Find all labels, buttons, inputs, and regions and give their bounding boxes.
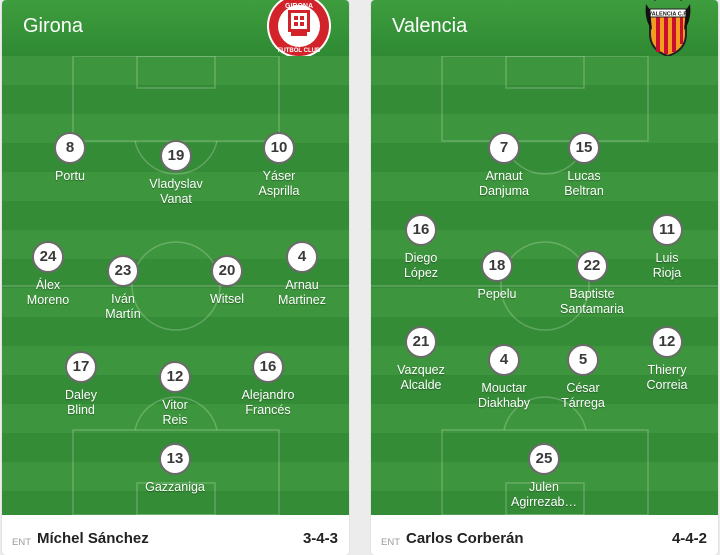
coach-label: ENT xyxy=(381,537,400,548)
away-lineup-card: Valencia VALENCIA C.F. xyxy=(371,0,718,555)
player-name: Alejandro Francés xyxy=(241,388,295,417)
player-marker[interactable]: 12 Thierry Correia xyxy=(612,326,718,393)
player-name: Yáser Asprilla xyxy=(258,169,300,198)
player-name: Arnau Martinez xyxy=(278,278,326,307)
player-name: Luis Rioja xyxy=(652,251,682,280)
player-number: 16 xyxy=(252,351,284,383)
player-number: 20 xyxy=(211,255,243,287)
coach-label: ENT xyxy=(12,537,31,548)
player-marker[interactable]: 11 Luis Rioja xyxy=(612,214,718,281)
player-marker[interactable]: 13 Gazzaniga xyxy=(120,443,230,495)
player-number: 4 xyxy=(488,344,520,376)
player-number: 12 xyxy=(651,326,683,358)
player-number: 4 xyxy=(286,241,318,273)
player-number: 17 xyxy=(65,351,97,383)
player-number: 7 xyxy=(488,132,520,164)
player-marker[interactable]: 25 Julen Agirrezab… xyxy=(489,443,599,510)
player-marker[interactable]: 7 Arnaut Danjuma xyxy=(449,132,559,199)
crest-text: VALENCIA C.F. xyxy=(648,12,688,18)
girona-crest-icon: GIRONA FUTBOL CLUB xyxy=(263,0,335,56)
player-number: 10 xyxy=(263,132,295,164)
player-marker[interactable]: 8 Portu xyxy=(15,132,125,184)
player-number: 16 xyxy=(405,214,437,246)
player-number: 22 xyxy=(576,250,608,282)
player-name: César Tárrega xyxy=(561,381,605,410)
player-marker[interactable]: 4 Mouctar Diakhaby xyxy=(449,344,559,411)
player-number: 15 xyxy=(568,132,600,164)
player-marker[interactable]: 5 César Tárrega xyxy=(528,344,638,411)
player-name: Pepelu xyxy=(477,287,517,301)
pitch-markings xyxy=(371,56,718,515)
away-team-name[interactable]: Valencia xyxy=(392,15,468,37)
away-coach-name[interactable]: Carlos Corberán xyxy=(406,530,524,547)
player-marker[interactable]: 15 Lucas Beltran xyxy=(529,132,639,199)
player-name: Álex Moreno xyxy=(26,278,70,307)
player-name: Mouctar Diakhaby xyxy=(477,381,531,410)
valencia-crest-icon: VALENCIA C.F. xyxy=(632,0,704,56)
player-name: Vladyslav Vanat xyxy=(149,177,203,206)
player-marker[interactable]: 22 Baptiste Santamaria xyxy=(537,250,647,317)
player-marker[interactable]: 17 Daley Blind xyxy=(26,351,136,418)
player-marker[interactable]: 20 Witsel xyxy=(172,255,282,307)
away-team-header[interactable]: Valencia VALENCIA C.F. xyxy=(371,0,718,56)
home-team-header[interactable]: Girona GIRONA FUTBOL CLUB xyxy=(2,0,349,56)
player-name: Witsel xyxy=(209,292,245,306)
player-number: 23 xyxy=(107,255,139,287)
away-pitch: 7 Arnaut Danjuma 15 Lucas Beltran 16 Die… xyxy=(371,56,718,515)
player-name: Gazzaniga xyxy=(145,480,205,494)
player-marker[interactable]: 18 Pepelu xyxy=(442,250,552,302)
player-name: Daley Blind xyxy=(65,388,97,417)
crest-text-top: GIRONA xyxy=(285,3,313,10)
player-name: Arnaut Danjuma xyxy=(478,169,530,198)
player-number: 24 xyxy=(32,241,64,273)
player-name: Baptiste Santamaria xyxy=(560,287,624,316)
player-name: Vazquez Alcalde xyxy=(397,363,445,392)
player-marker[interactable]: 23 Iván Martín xyxy=(68,255,178,322)
pitch-markings xyxy=(2,56,349,515)
home-pitch: 8 Portu 19 Vladyslav Vanat 10 Yáser Aspr… xyxy=(2,56,349,515)
home-card-footer: ENT Míchel Sánchez 3-4-3 xyxy=(2,515,349,555)
player-name: Julen Agirrezab… xyxy=(511,480,577,509)
home-lineup-card: Girona GIRONA FUTBOL CLUB xyxy=(2,0,349,555)
player-number: 18 xyxy=(481,250,513,282)
crest-text-bottom: FUTBOL CLUB xyxy=(278,48,321,54)
player-number: 5 xyxy=(567,344,599,376)
player-name: Portu xyxy=(55,169,85,183)
player-number: 13 xyxy=(159,443,191,475)
home-formation: 3-4-3 xyxy=(302,530,338,547)
player-number: 21 xyxy=(405,326,437,358)
player-number: 12 xyxy=(159,361,191,393)
player-name: Thierry Correia xyxy=(646,363,688,392)
away-card-footer: ENT Carlos Corberán 4-4-2 xyxy=(371,515,718,555)
player-marker[interactable]: 12 Vitor Reis xyxy=(120,361,230,428)
player-name: Iván Martín xyxy=(105,292,141,321)
player-name: Diego López xyxy=(403,251,439,280)
player-marker[interactable]: 21 Vazquez Alcalde xyxy=(371,326,476,393)
player-marker[interactable]: 4 Arnau Martinez xyxy=(247,241,349,308)
player-marker[interactable]: 16 Diego López xyxy=(371,214,476,281)
player-marker[interactable]: 10 Yáser Asprilla xyxy=(224,132,334,199)
player-number: 25 xyxy=(528,443,560,475)
home-team-name[interactable]: Girona xyxy=(23,15,84,37)
player-number: 8 xyxy=(54,132,86,164)
away-formation: 4-4-2 xyxy=(671,530,707,547)
player-marker[interactable]: 16 Alejandro Francés xyxy=(213,351,323,418)
player-name: Lucas Beltran xyxy=(564,169,604,198)
home-coach-name[interactable]: Míchel Sánchez xyxy=(37,530,149,547)
player-number: 11 xyxy=(651,214,683,246)
player-marker[interactable]: 19 Vladyslav Vanat xyxy=(121,140,231,207)
player-name: Vitor Reis xyxy=(162,398,188,427)
player-marker[interactable]: 24 Álex Moreno xyxy=(2,241,103,308)
player-number: 19 xyxy=(160,140,192,172)
